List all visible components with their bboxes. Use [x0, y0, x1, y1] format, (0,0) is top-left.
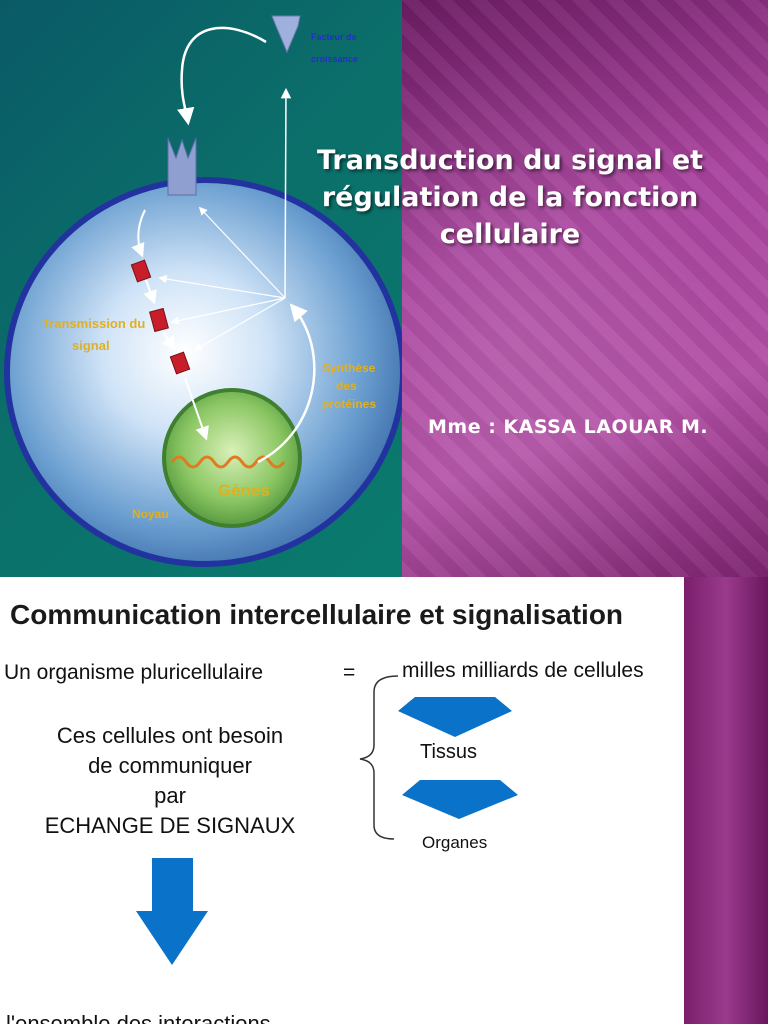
secretion-arrow: [280, 87, 292, 299]
kinase-molecule: [130, 259, 191, 375]
big-arrow-down-icon: [136, 858, 208, 965]
signal-transmission-label: Transmission du signal: [42, 316, 149, 353]
interactions-text: l'ensemble des interactions: [6, 1011, 271, 1024]
organs-label: Organes: [422, 833, 488, 852]
communication-need-text: Ces cellules ont besoin de communiquer p…: [20, 721, 320, 841]
equals-sign: =: [343, 661, 356, 684]
magenta-panel: [402, 0, 768, 577]
receptor: [167, 137, 197, 196]
cells-count-text: milles milliards de cellules: [402, 659, 644, 682]
text-line: ECHANGE DE SIGNAUX: [44, 813, 296, 838]
cell-signaling-diagram: Facteur de croissance Transmission du si…: [4, 15, 402, 567]
slide-graphics: [136, 675, 518, 965]
text-line: par: [154, 783, 186, 808]
magenta-edge-strip: [684, 577, 768, 1024]
arrow-down-icon: [402, 780, 518, 819]
genes-label: Gènes: [218, 481, 270, 500]
cell-membrane: [4, 177, 402, 567]
protein-synthesis-label: Synthèse des protéines: [322, 361, 379, 411]
protein-synthesis-arrow: [257, 303, 316, 464]
title-line: Transduction du signal et: [316, 145, 704, 176]
tissues-label: Tissus: [420, 741, 478, 763]
presentation-title: Transduction du signal et régulation de …: [300, 142, 720, 253]
title-slide: Facteur de croissance Transmission du si…: [0, 0, 768, 577]
text-line: de communiquer: [88, 753, 252, 778]
text-line: Ces cellules ont besoin: [56, 723, 284, 748]
title-line: cellulaire: [439, 219, 581, 250]
bracket-icon: [359, 675, 399, 840]
title-line: régulation de la fonction: [321, 182, 699, 213]
slide-title: Communication intercellulaire et signali…: [10, 599, 624, 630]
arrow-down-icon: [398, 697, 512, 737]
growth-factor: [271, 15, 301, 54]
organism-text: Un organisme pluricellulaire: [4, 661, 264, 684]
author-name: Mme : KASSA LAOUAR M.: [428, 416, 709, 438]
nucleus-label: Noyau: [132, 507, 169, 521]
content-slide: Communication intercellulaire et signali…: [0, 577, 768, 1024]
binding-arrow: [177, 26, 267, 126]
growth-factor-label: Facteur de croissance: [311, 32, 359, 64]
